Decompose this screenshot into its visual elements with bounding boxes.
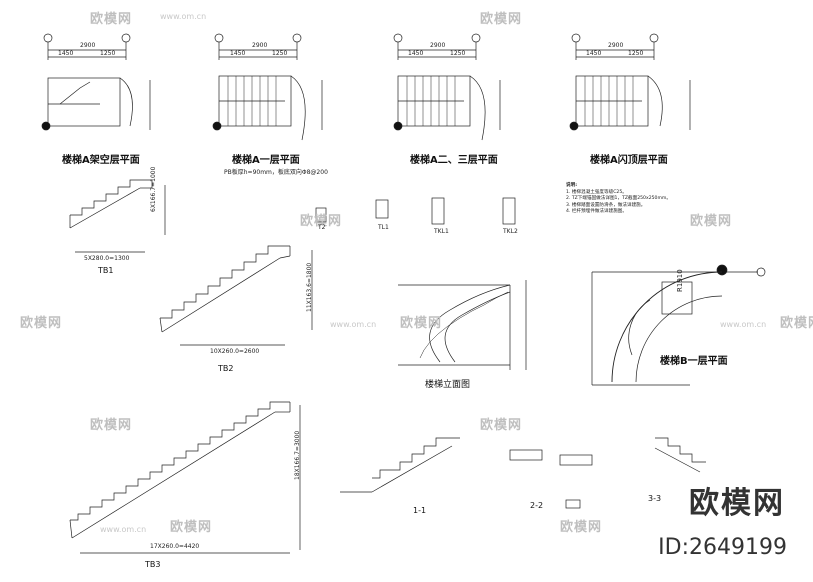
- section-1-1-label: 1-1: [413, 506, 427, 515]
- tb1-label: TB1: [98, 266, 114, 275]
- notes-item: 2. TZ下端锚固做法详图1，TZ截面250x250mm。: [566, 196, 672, 202]
- plan-3-title: 楼梯A二、三层平面: [410, 155, 498, 166]
- watermark-text: 欧模网: [780, 316, 813, 331]
- watermark-url: www.om.cn: [100, 525, 147, 534]
- elevation-title: 楼梯立面图: [425, 380, 471, 390]
- section-2-2-label: 2-2: [530, 501, 544, 510]
- plan-1-dim-b: 1250: [100, 50, 116, 57]
- plan-3-dim-a: 1450: [408, 50, 424, 57]
- tb3-dim-horizontal: 17X260.0=4420: [150, 543, 200, 550]
- plan-2-drawing: [212, 33, 323, 141]
- tb3-dim-vertical: 18X166.7=3000: [294, 430, 301, 480]
- spiral-plan-title: 楼梯B一层平面: [660, 356, 728, 367]
- plan-2-title: 楼梯A一层平面: [232, 155, 300, 166]
- plan-3-drawing: [393, 33, 501, 141]
- section-2-2-drawing: [509, 449, 593, 509]
- plan-2-note: PB板厚h=90mm，板底双向Φ8@200: [224, 169, 328, 176]
- plan-4-dim-b: 1250: [628, 50, 644, 57]
- notes-item: 3. 楼梯踏面设置防滑条，做法详建施。: [566, 202, 646, 208]
- section-3-3-label: 3-3: [648, 494, 662, 503]
- section-tkl2-label: TKL2: [503, 228, 518, 235]
- notes-heading: 说明:: [566, 183, 578, 188]
- plan-2-dim-overall: 2900: [252, 42, 268, 49]
- plan-1-dim-overall: 2900: [80, 42, 96, 49]
- general-notes: 说明: 1. 楼梯混凝土强度等级C25。 2. TZ下端锚固做法详图1，TZ截面…: [566, 183, 686, 216]
- watermark-text: 欧模网: [480, 418, 523, 433]
- section-tkl1-label: TKL1: [434, 228, 449, 235]
- tb2-label: TB2: [218, 364, 234, 373]
- brand-logo-text: 欧模网: [689, 486, 785, 521]
- tb3-flight-drawing: [69, 401, 301, 554]
- plan-2-dim-a: 1450: [230, 50, 246, 57]
- watermark-text: 欧模网: [400, 316, 443, 331]
- plan-4-dim-a: 1450: [586, 50, 602, 57]
- watermark-url: www.om.cn: [330, 320, 377, 329]
- plan-3-dim-overall: 2900: [430, 42, 446, 49]
- watermark-url: www.om.cn: [720, 320, 767, 329]
- watermark-text: 欧模网: [90, 418, 133, 433]
- tb1-dim-vertical: 6X166.7=1000: [150, 166, 157, 212]
- plan-4-drawing: [569, 33, 691, 131]
- plan-4-title: 楼梯A闪顶层平面: [590, 155, 668, 166]
- watermark-text: 欧模网: [690, 214, 733, 229]
- watermark-text: 欧模网: [90, 12, 133, 27]
- plan-1-dim-a: 1450: [58, 50, 74, 57]
- spiral-plan-drawing: [591, 264, 766, 386]
- tb1-dim-horizontal: 5X280.0=1300: [84, 255, 130, 262]
- tb1-flight-drawing: [69, 179, 166, 253]
- watermark-url: www.om.cn: [160, 12, 207, 21]
- watermark-text: 欧模网: [480, 12, 523, 27]
- watermark-text: 欧模网: [170, 520, 213, 535]
- section-1-1-drawing: [340, 437, 460, 493]
- tb2-dim-vertical: 11X163.6=1800: [306, 262, 313, 312]
- watermark-text: 欧模网: [300, 214, 343, 229]
- notes-item: 1. 楼梯混凝土强度等级C25。: [566, 189, 627, 195]
- watermark-text: 欧模网: [20, 316, 63, 331]
- section-3-3-drawing: [654, 437, 706, 473]
- plan-2-dim-b: 1250: [272, 50, 288, 57]
- section-tl1-label: TL1: [378, 224, 389, 231]
- plan-1-drawing: [41, 33, 151, 131]
- elevation-drawing: [398, 280, 527, 370]
- section-t2-label: T2: [318, 224, 326, 231]
- tb2-flight-drawing: [159, 245, 313, 346]
- plan-3-dim-b: 1250: [450, 50, 466, 57]
- brand-id: ID:2649199: [658, 535, 787, 560]
- plan-1-title: 楼梯A架空层平面: [62, 155, 140, 166]
- plan-4-dim-overall: 2900: [608, 42, 624, 49]
- notes-item: 4. 栏杆预埋件做法详建施图。: [566, 209, 627, 215]
- watermark-text: 欧模网: [560, 520, 603, 535]
- tb2-dim-horizontal: 10X260.0=2600: [210, 348, 260, 355]
- tb3-label: TB3: [145, 560, 161, 569]
- spiral-plan-radius: R1910: [676, 269, 684, 292]
- beam-sections-drawing: [315, 197, 516, 225]
